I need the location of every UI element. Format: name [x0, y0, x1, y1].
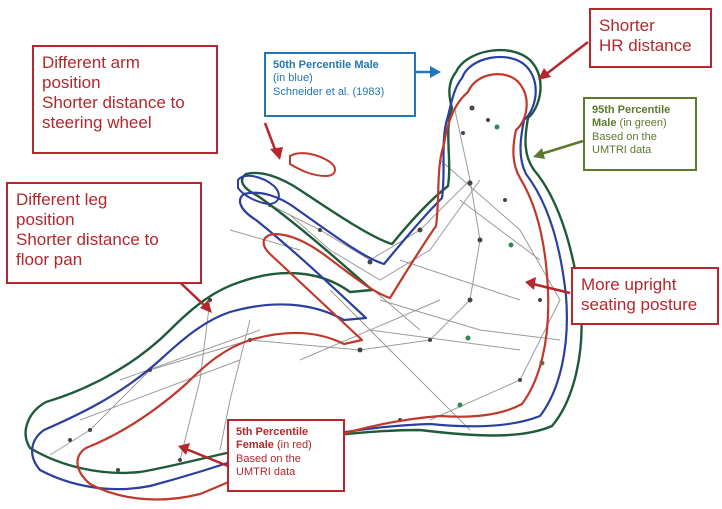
upright-line-2: seating posture	[581, 295, 709, 315]
arrow-male95	[541, 141, 583, 154]
male95-ref-2: UMTRI data	[592, 144, 688, 157]
arm-line-2: position	[42, 73, 208, 93]
callout-arm-position: Different arm position Shorter distance …	[32, 45, 218, 154]
female5-ref-2: UMTRI data	[236, 466, 336, 479]
arm-line-4: steering wheel	[42, 113, 208, 133]
hr-line-2: HR distance	[599, 36, 702, 56]
male95-title-1: 95th Percentile	[592, 104, 688, 117]
skeleton-linkage	[50, 110, 560, 460]
callout-50th-male: 50th Percentile Male (in blue) Schneider…	[264, 52, 416, 117]
leg-line-1: Different leg	[16, 190, 192, 210]
male95-ref-1: Based on the	[592, 131, 688, 144]
hr-line-1: Shorter	[599, 16, 702, 36]
arrow-arm-head	[270, 147, 283, 160]
callout-95th-male: 95th Percentile Male (in green) Based on…	[583, 97, 697, 171]
male95-sub: (in green)	[620, 117, 667, 129]
female5-title-1: 5th Percentile	[236, 426, 336, 439]
leg-line-2: position	[16, 210, 192, 230]
male95-title-2: Male	[592, 117, 616, 129]
leg-line-3: Shorter distance to	[16, 230, 192, 250]
female5-title-2: Female	[236, 439, 274, 451]
male50-title: 50th Percentile Male	[273, 59, 407, 72]
arm-line-3: Shorter distance to	[42, 93, 208, 113]
male-50th-hand	[238, 176, 279, 204]
callout-leg-position: Different leg position Shorter distance …	[6, 182, 202, 284]
female5-ref-1: Based on the	[236, 453, 336, 466]
arrow-upright-head	[525, 277, 536, 290]
female5-sub: (in red)	[277, 439, 312, 451]
upright-line-1: More upright	[581, 275, 709, 295]
male50-ref: Schneider et al. (1983)	[273, 86, 407, 99]
callout-upright-posture: More upright seating posture	[571, 267, 719, 325]
arrow-arm	[265, 123, 276, 152]
male50-sub: (in blue)	[273, 72, 407, 85]
callout-5th-female: 5th Percentile Female (in red) Based on …	[227, 419, 345, 492]
female-5th-hand	[290, 153, 335, 176]
arrow-male50-head	[430, 66, 441, 78]
callout-hr-distance: Shorter HR distance	[589, 8, 712, 68]
arrow-hr	[545, 42, 588, 75]
leg-line-4: floor pan	[16, 250, 192, 270]
arm-line-1: Different arm	[42, 53, 208, 73]
arrow-female5	[186, 449, 228, 466]
arrow-male95-head	[533, 148, 545, 159]
